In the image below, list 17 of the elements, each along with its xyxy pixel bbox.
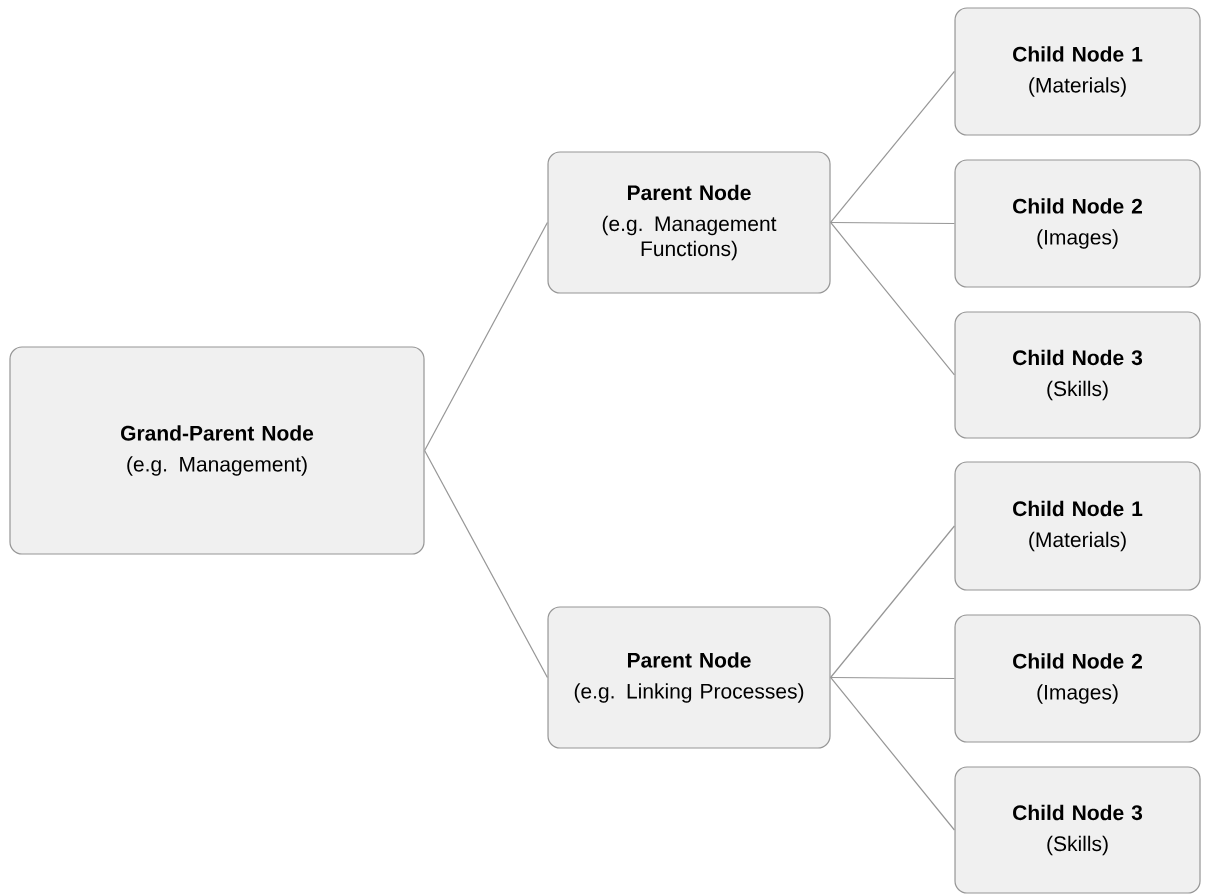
connector-line (830, 221, 955, 225)
connector-line (830, 676, 955, 831)
connector-line (830, 221, 955, 376)
parent-box: Parent Node (e.g. Linking Processes) (547, 606, 831, 749)
child-box: Child Node 2 (Images) (954, 159, 1201, 288)
parent-box: Parent Node (e.g. Management Functions) (547, 151, 831, 294)
connector-line (830, 70, 955, 224)
connector-line (830, 525, 955, 679)
child-box: Child Node 3 (Skills) (954, 766, 1201, 894)
root-box: Grand-Parent Node (e.g. Management) (9, 346, 425, 555)
child-box: Child Node 1 (Materials) (954, 461, 1201, 591)
child-box: Child Node 3 (Skills) (954, 311, 1201, 439)
connector-line (830, 676, 955, 680)
connector-line (424, 221, 548, 452)
connector-line (424, 449, 548, 679)
child-box: Child Node 1 (Materials) (954, 7, 1201, 136)
child-box: Child Node 2 (Images) (954, 614, 1201, 743)
